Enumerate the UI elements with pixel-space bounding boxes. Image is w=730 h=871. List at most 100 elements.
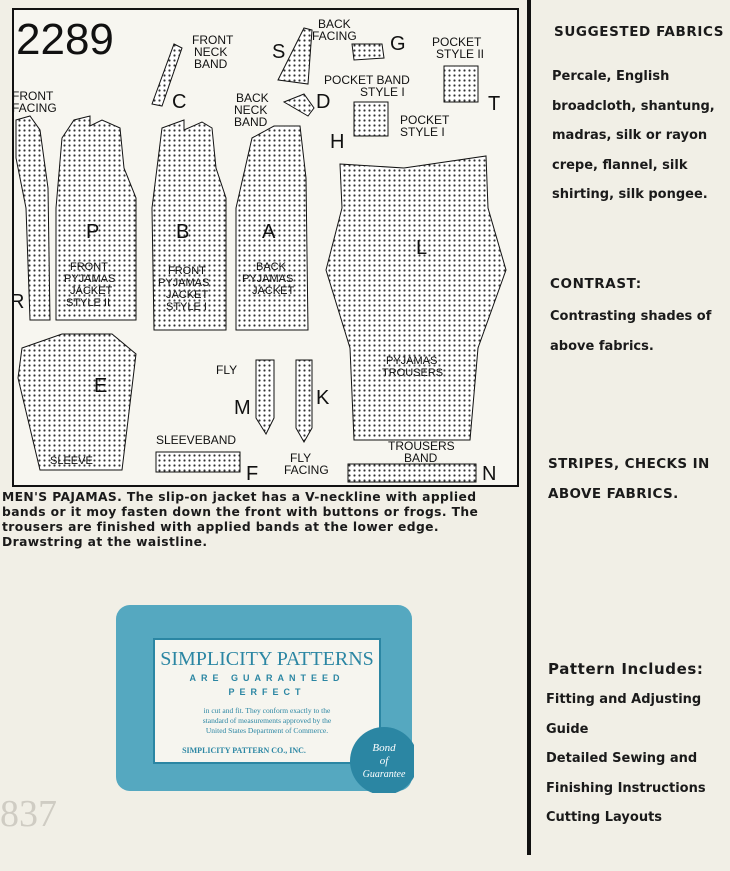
piece-label: STYLE I xyxy=(400,125,445,139)
piece-label: TROUSERS xyxy=(382,367,443,379)
guarantee-text: PERFECT xyxy=(228,687,305,697)
piece-label: FACING xyxy=(284,463,329,477)
includes-line: Finishing Instructions xyxy=(546,780,706,796)
piece-label: FRONT xyxy=(70,261,108,273)
piece-label: BAND xyxy=(234,115,268,129)
column-divider xyxy=(527,0,531,855)
piece-sleeveband: SLEEVEBAND F xyxy=(155,433,258,485)
piece-label: SLEEVE xyxy=(50,455,93,467)
pattern-number: 2289 xyxy=(16,15,114,64)
pencil-mark: 837 xyxy=(0,793,57,835)
piece-front-jacket-style-1: B FRONT PYJAMAS JACKET STYLE I xyxy=(151,119,227,331)
fabrics-line: Percale, English xyxy=(552,69,670,84)
piece-label: JACKET xyxy=(252,285,294,297)
piece-label: FRONT xyxy=(192,33,234,47)
piece-label: C xyxy=(172,91,186,113)
piece-label: FACING xyxy=(12,101,57,115)
piece-front-neck-band: FRONT NECK BAND C xyxy=(151,33,234,113)
piece-label: H xyxy=(330,131,344,153)
includes-line: Detailed Sewing and xyxy=(546,751,698,766)
piece-back-neck-band: BACK NECK BAND D xyxy=(234,91,330,129)
piece-label: BAND xyxy=(404,451,438,465)
piece-label: STYLE II xyxy=(436,47,484,61)
includes-line: Fitting and Adjusting xyxy=(546,692,702,707)
pattern-pieces-diagram: 2289 FRONT FACING R P FRONT PYJAMAS JACK… xyxy=(12,8,519,487)
piece-label: FACING xyxy=(312,29,357,43)
piece-label: E xyxy=(94,375,107,397)
guarantee-text: Guarantee xyxy=(363,769,406,780)
piece-label: POCKET xyxy=(400,113,450,127)
piece-label: BAND xyxy=(194,57,228,71)
piece-label: M xyxy=(234,397,251,419)
guarantee-text: standard of measurements approved by the xyxy=(203,716,332,725)
stripes-line: ABOVE FABRICS. xyxy=(548,485,679,502)
guarantee-text: of xyxy=(380,755,391,767)
contrast-text: Contrasting shades of above fabrics. xyxy=(550,302,730,361)
piece-label: JACKET xyxy=(70,285,112,297)
includes-line: Guide xyxy=(546,721,589,737)
fabrics-line: shirting, silk pongee. xyxy=(552,187,708,202)
piece-trousers-band: TROUSERS BAND N xyxy=(347,439,496,485)
piece-label: NECK xyxy=(234,103,267,117)
piece-front-jacket-style-2: P FRONT PYJAMAS JACKET STYLE II xyxy=(55,115,137,321)
contrast-line: above fabrics. xyxy=(550,338,654,354)
piece-label: N xyxy=(482,463,496,485)
piece-label: TROUSERS xyxy=(388,439,455,453)
includes-heading: Pattern Includes: xyxy=(548,660,704,678)
fabrics-line: crepe, flannel, silk xyxy=(552,157,688,173)
piece-pocket-style-2: POCKET STYLE II T xyxy=(432,35,500,115)
piece-trousers: L PYJAMAS TROUSERS xyxy=(325,155,507,441)
piece-label: POCKET xyxy=(432,35,482,49)
piece-label: JACKET xyxy=(166,289,208,301)
stripes-note: STRIPES, CHECKS IN ABOVE FABRICS. xyxy=(548,450,730,509)
contrast-heading: CONTRAST: xyxy=(550,276,642,292)
piece-label: G xyxy=(390,33,406,55)
piece-sleeve: E SLEEVE xyxy=(17,333,137,471)
piece-label: SLEEVEBAND xyxy=(156,433,236,447)
fabrics-list: Percale, English broadcloth, shantung, m… xyxy=(552,62,730,210)
guarantee-text: in cut and fit. They conform exactly to … xyxy=(204,706,331,715)
piece-label: STYLE I xyxy=(360,85,405,99)
piece-label: P xyxy=(86,221,99,243)
piece-pocket-band-style-1: G POCKET BAND STYLE I xyxy=(324,33,410,99)
piece-label: NECK xyxy=(194,45,227,59)
piece-label: STYLE I xyxy=(166,301,207,313)
piece-fly-facing: K FLY FACING xyxy=(284,359,330,477)
guarantee-text: SIMPLICITY PATTERNS xyxy=(160,648,374,670)
contrast-line: Contrasting shades of xyxy=(550,309,712,324)
piece-label: PYJAMAS xyxy=(242,273,293,285)
fabrics-heading: SUGGESTED FABRICS xyxy=(554,24,725,40)
stripes-line: STRIPES, CHECKS IN xyxy=(548,456,710,472)
piece-label: BACK xyxy=(256,261,287,273)
guarantee-text: ARE GUARANTEED xyxy=(189,673,344,683)
piece-pocket-style-1: POCKET STYLE I H xyxy=(330,101,450,153)
piece-label: POCKET BAND xyxy=(324,73,410,87)
pattern-description: MEN'S PAJAMAS. The slip-on jacket has a … xyxy=(2,490,479,549)
piece-fly: FLY M xyxy=(216,359,275,436)
piece-back-facing: BACK FACING S xyxy=(272,17,357,85)
piece-front-facing: FRONT FACING R xyxy=(12,89,57,321)
includes-list: Fitting and Adjusting Guide Detailed Sew… xyxy=(546,685,728,833)
guarantee-text: SIMPLICITY PATTERN CO., INC. xyxy=(182,746,306,755)
piece-label: PYJAMAS xyxy=(386,355,437,367)
guarantee-text: United States Department of Commerce. xyxy=(206,726,328,735)
piece-label: FLY xyxy=(216,363,237,377)
piece-label: A xyxy=(262,221,276,243)
fabrics-line: madras, silk or rayon xyxy=(552,128,708,143)
piece-label: BACK xyxy=(236,91,269,105)
piece-back-jacket: A BACK PYJAMAS JACKET xyxy=(235,125,309,331)
piece-label: R xyxy=(12,291,24,313)
piece-label: FRONT xyxy=(168,265,206,277)
guarantee-seal: SIMPLICITY PATTERNS ARE GUARANTEED PERFE… xyxy=(116,605,414,793)
piece-label: FLY xyxy=(290,451,311,465)
includes-line: Cutting Layouts xyxy=(546,810,663,825)
piece-label: F xyxy=(246,463,258,485)
piece-label: S xyxy=(272,41,285,63)
piece-label: PYJAMAS xyxy=(158,277,209,289)
piece-label: FRONT xyxy=(12,89,54,103)
piece-label: B xyxy=(176,221,189,243)
piece-label: PYJAMAS xyxy=(64,273,115,285)
piece-label: T xyxy=(488,93,500,115)
guarantee-text: Bond xyxy=(372,742,396,754)
piece-label: STYLE II xyxy=(66,297,110,309)
